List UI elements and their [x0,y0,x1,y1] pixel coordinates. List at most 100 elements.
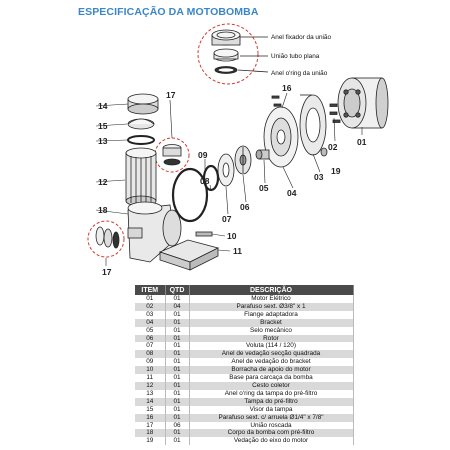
volute-part [217,153,235,187]
union-detail-circle-mid [154,137,190,173]
cell-descricao: Corpo da bomba com pré-filtro [189,429,354,438]
cell-qtd: 01 [165,310,190,319]
cell-qtd: 01 [165,295,190,303]
cell-qtd: 01 [165,374,190,382]
part-number-02: 02 [328,142,338,152]
header-descricao: DESCRIÇÃO [189,285,354,295]
cell-qtd: 01 [165,381,190,390]
cell-descricao: Borracha de apoio do motor [189,366,354,375]
cell-item: 19 [135,437,166,446]
exploded-pump-diagram: Anel fixador da união União tubo plana A… [87,23,389,277]
bracket-part [263,106,299,168]
cell-descricao: Visor da tampa [189,405,354,414]
cell-qtd: 01 [165,342,190,351]
cell-item: 05 [135,326,166,335]
cell-item: 11 [135,374,166,382]
cell-descricao: Bracket [189,318,354,327]
cell-item: 04 [135,318,166,327]
part-number-11: 11 [233,246,242,256]
pump-base-part [158,239,220,271]
part-number-12: 12 [98,177,108,187]
cell-qtd: 01 [165,366,190,375]
part-number-08: 08 [200,176,210,186]
part-number-05: 05 [259,183,269,193]
cell-item: 07 [135,342,166,351]
header-item: ITEM [135,285,166,295]
cell-qtd: 01 [165,405,190,414]
part-number-10: 10 [227,231,237,241]
part-number-18: 18 [98,205,108,215]
cell-descricao: Anel de vedação secção quadrada [189,350,354,359]
rubber-support-part [195,231,213,237]
union-detail-circle-low [87,220,125,258]
cell-descricao: Anel de vedação do bracket [189,358,354,367]
callout-union-nut: Anel fixador da união [271,34,331,41]
cell-qtd: 01 [165,326,190,335]
cell-qtd: 01 [165,334,190,343]
part-number-16: 16 [282,83,292,93]
lid-part [127,93,159,115]
part-number-06: 06 [240,202,250,212]
callout-union-pipe: União tubo plana [271,53,320,60]
motor-part [337,77,389,129]
header-qtd: QTD [165,285,190,295]
cell-item: 13 [135,389,166,398]
cell-descricao: Tampa do pré-filtro [189,397,354,406]
cell-qtd: 01 [165,397,190,406]
cell-item: 17 [135,421,166,430]
lid-oring-part [127,135,155,145]
cell-item: 15 [135,405,166,414]
part-number-01: 01 [357,137,367,147]
flange-part [299,94,327,156]
union-detail-circle [197,23,259,85]
cell-descricao: União roscada [189,421,354,430]
part-number-17-top: 17 [166,90,176,100]
part-number-09: 09 [198,150,208,160]
page-title: ESPECIFICAÇÃO DA MOTOBOMBA [78,6,259,18]
cell-item: 08 [135,350,166,359]
shaft-seal-part [320,147,328,157]
part-number-17-bottom: 17 [102,267,112,277]
cell-descricao: Anel o'ring da tampa do pré-filtro [189,389,354,398]
bolts-part [329,103,341,123]
cell-descricao: Base para carcaça da bomba [189,374,354,382]
cell-item: 06 [135,334,166,343]
cell-qtd: 01 [165,429,190,438]
part-number-15: 15 [98,121,108,131]
cell-item: 09 [135,358,166,367]
table-header-row: ITEM QTD DESCRIÇÃO [135,285,354,295]
callout-union-oring: Anel o'ring da união [271,70,328,77]
cell-qtd: 06 [165,421,190,430]
cell-descricao: Motor Elétrico [189,295,354,303]
part-number-14: 14 [98,101,108,111]
mechanical-seal-part [255,149,270,160]
pump-body-part [127,201,182,263]
cell-qtd: 01 [165,437,190,446]
cell-qtd: 01 [165,350,190,359]
cell-descricao: Flange adaptadora [189,310,354,319]
part-number-04: 04 [287,188,297,198]
part-number-07: 07 [222,214,232,224]
part-number-19-label: 19 [331,166,341,176]
bracket-ring-part [171,167,209,223]
part-number-03: 03 [314,172,324,182]
cell-descricao: Rotor [189,334,354,343]
